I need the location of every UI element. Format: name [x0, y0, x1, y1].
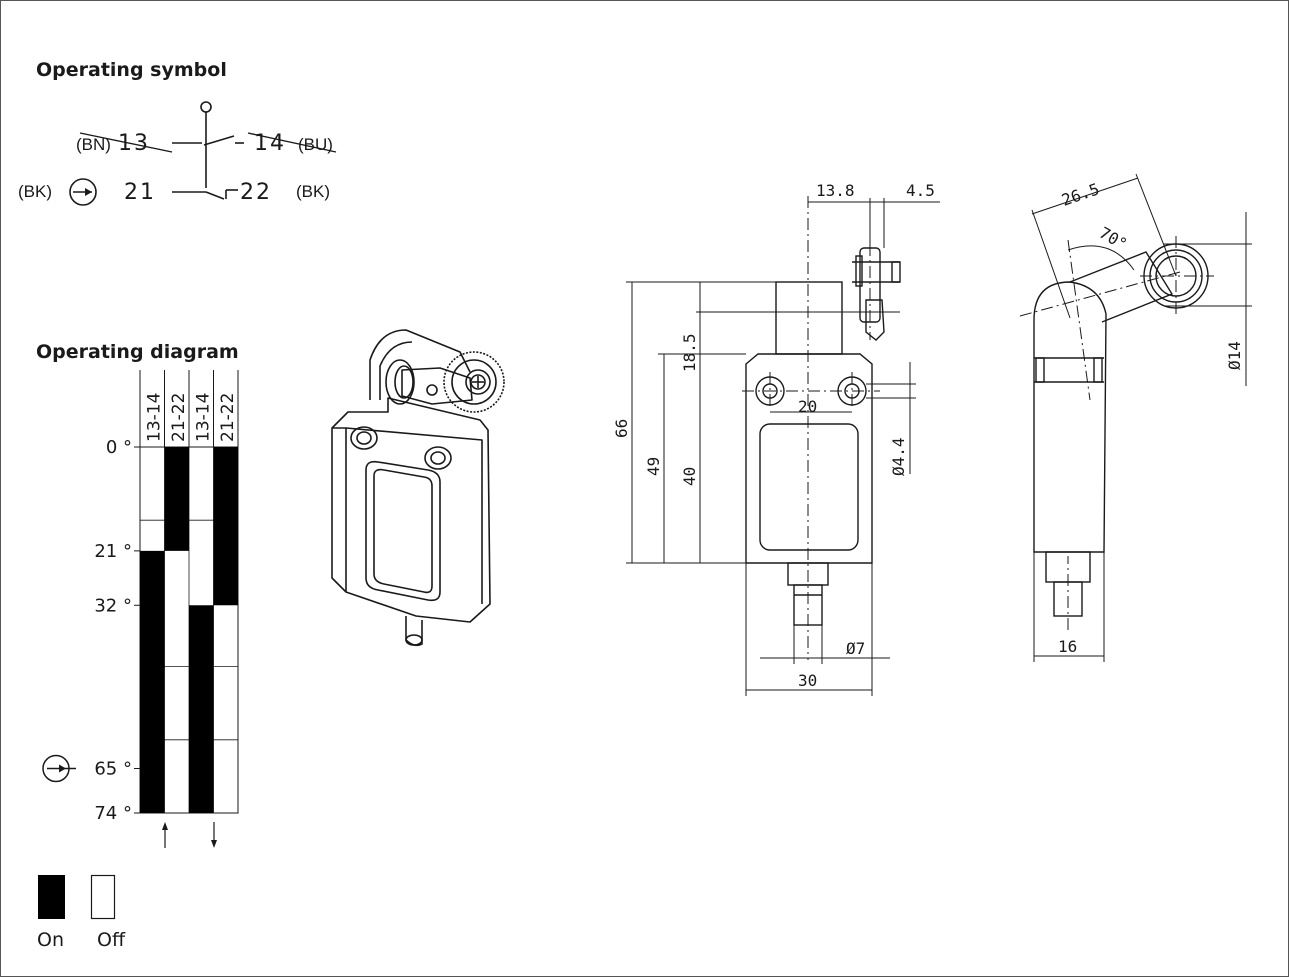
- legend-off-swatch: [90, 874, 116, 920]
- diagram-on-segment: [189, 605, 214, 813]
- front-view-dimension-text: 13.8 4.5 18.5 66 49 40 20 Ø4.4 Ø7 30: [612, 181, 935, 690]
- no-left-wire: (BN): [76, 135, 111, 154]
- diagram-angle-label: 32 °: [94, 595, 132, 616]
- diagram-column-label: 21-22: [218, 393, 238, 442]
- dim-66: 66: [612, 419, 631, 438]
- dim-40: 40: [680, 467, 699, 486]
- dim-18-5: 18.5: [680, 333, 699, 372]
- diagram-angle-label: 0 °: [106, 437, 132, 458]
- operating-diagram-title: Operating diagram: [36, 341, 239, 363]
- diagram-grid: [139, 446, 239, 814]
- diagram-on-segment: [140, 550, 165, 813]
- diagram-angle-label: 65 °: [94, 758, 132, 779]
- dim-13-8: 13.8: [816, 181, 855, 200]
- dim-30: 30: [798, 671, 817, 690]
- legend-off-label: Off: [97, 929, 126, 951]
- positive-opening-icon: [69, 178, 97, 206]
- diagram-column-label: 13-14: [145, 393, 165, 442]
- front-view-centerlines: [742, 196, 880, 660]
- diagram-on-segment: [213, 447, 238, 606]
- switch-isometric-illustration: [331, 329, 505, 647]
- legend-on-swatch: [38, 875, 65, 919]
- nc-left-wire: (BK): [18, 182, 52, 201]
- nc-left-terminal: 21: [124, 180, 156, 205]
- no-blade: [203, 135, 235, 146]
- front-view-dimension-lines: [626, 198, 940, 696]
- no-contact-13-14: (BN) 13 14 (BU): [76, 101, 337, 188]
- side-view-dimension-lines: [1031, 173, 1252, 662]
- returning-arrow-icon: [211, 822, 217, 848]
- dim-16: 16: [1058, 637, 1077, 656]
- diagram-angle-label: 74 °: [94, 803, 132, 824]
- dim-dia-4-4: Ø4.4: [889, 437, 908, 476]
- dim-4-5: 4.5: [906, 181, 935, 200]
- nc-blade: [205, 191, 225, 200]
- dim-dia-7: Ø7: [846, 639, 865, 658]
- nc-contact-21-22: (BK) 21 22 (BK): [18, 178, 330, 206]
- legend-on-label: On: [37, 929, 64, 951]
- operating-symbol: Operating symbol (BN) 13 14 (BU) (BK) 21: [18, 59, 337, 206]
- strike-left: [79, 132, 173, 153]
- strike-right: [247, 132, 337, 153]
- diagram-angle-labels: 0 ° 21 ° 32 ° 65 ° 74 °: [42, 437, 140, 824]
- positive-opening-icon: [42, 754, 76, 783]
- diagram-column-label: 13-14: [194, 393, 214, 442]
- legend: On Off: [37, 874, 126, 951]
- nc-right-terminal: 22: [240, 180, 272, 205]
- diagram-angle-label: 21 °: [94, 541, 132, 562]
- dim-49: 49: [644, 457, 663, 476]
- nc-right-wire: (BK): [296, 182, 330, 201]
- diagram-column-label: 21-22: [169, 393, 189, 442]
- diagram-on-segment: [164, 447, 189, 551]
- dim-20: 20: [798, 397, 817, 416]
- dim-dia-14: Ø14: [1225, 341, 1244, 370]
- operating-symbol-title: Operating symbol: [36, 59, 227, 81]
- actuating-arrow-icon: [162, 822, 168, 848]
